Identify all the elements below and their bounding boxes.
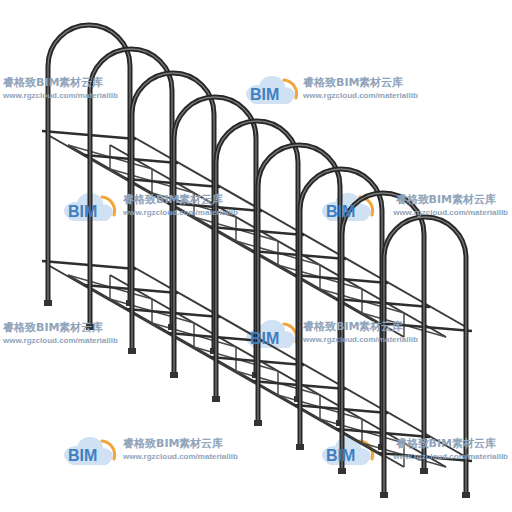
watermark-text: 睿格致BIM素材云库 bbox=[3, 322, 103, 334]
watermark-url: www.rgzcloud.com/materiallib bbox=[3, 92, 118, 101]
post-foot bbox=[212, 396, 220, 402]
post-foot bbox=[420, 468, 428, 474]
post-foot bbox=[462, 492, 470, 498]
cloud-icon bbox=[322, 437, 373, 465]
watermark-logo: BIM bbox=[250, 330, 279, 348]
watermark-url: www.rgzcloud.com/materiallib bbox=[303, 336, 418, 345]
watermark-url: www.rgzcloud.com/materiallib bbox=[303, 92, 418, 101]
watermark-url: www.rgzcloud.com/materiallib bbox=[123, 209, 238, 218]
post-foot bbox=[44, 300, 52, 306]
watermark-text: 睿格致BIM素材云库 bbox=[396, 194, 496, 206]
watermark-url: www.rgzcloud.com/materiallib bbox=[393, 209, 508, 218]
watermark-url: www.rgzcloud.com/materiallib bbox=[3, 337, 118, 346]
watermark-text: 睿格致BIM素材云库 bbox=[396, 438, 496, 450]
watermark-text: 睿格致BIM素材云库 bbox=[303, 77, 403, 89]
watermark-url: www.rgzcloud.com/materiallib bbox=[123, 453, 238, 462]
cloud-icon bbox=[246, 76, 297, 104]
post-foot bbox=[254, 420, 262, 426]
watermark-url: www.rgzcloud.com/materiallib bbox=[393, 453, 508, 462]
watermark-logo: BIM bbox=[250, 86, 279, 104]
post-foot bbox=[338, 468, 346, 474]
watermark-logo: BIM bbox=[326, 447, 355, 465]
shelf-rails bbox=[42, 131, 472, 467]
arch-frame bbox=[384, 217, 466, 492]
watermark-logo: BIM bbox=[68, 203, 97, 221]
watermark-logo: BIM bbox=[326, 203, 355, 221]
watermark-text: 睿格致BIM素材云库 bbox=[303, 321, 403, 333]
watermark-text: 睿格致BIM素材云库 bbox=[3, 77, 103, 89]
post-foot bbox=[128, 348, 136, 354]
post-foot bbox=[170, 372, 178, 378]
watermark-text: 睿格致BIM素材云库 bbox=[123, 194, 223, 206]
cloud-icon bbox=[64, 437, 115, 465]
watermark-logo: BIM bbox=[68, 447, 97, 465]
post-foot bbox=[296, 444, 304, 450]
post-foot bbox=[380, 492, 388, 498]
watermark-text: 睿格致BIM素材云库 bbox=[123, 438, 223, 450]
